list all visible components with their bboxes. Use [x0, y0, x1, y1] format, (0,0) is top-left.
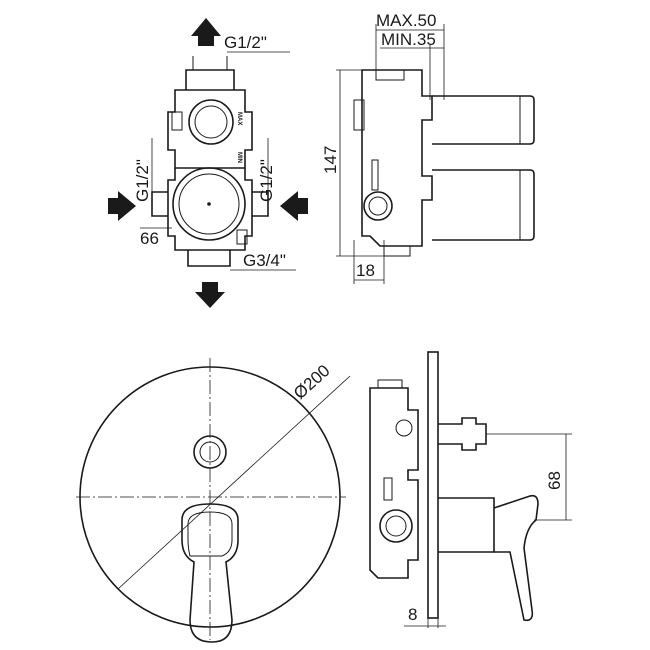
lever-handle [181, 503, 239, 643]
lever-hub [187, 511, 233, 557]
max-mark: MAX [236, 112, 242, 125]
side-top-nut [375, 70, 405, 81]
body-front-view: MAX MIN G1/2" G1/2" G1/2" G3/4" 66 [108, 18, 308, 308]
side-port-inner [368, 196, 388, 216]
upper-port-outer [188, 99, 234, 145]
right-inlet-stub [252, 191, 269, 217]
dim-66-label: 66 [140, 229, 159, 248]
top-outlet-neck [185, 69, 235, 90]
wall-plate [427, 351, 439, 619]
dim-8-label: 8 [408, 605, 417, 624]
upper-port-inner [194, 105, 228, 139]
side-clip [353, 99, 365, 131]
cartridge-sleeve [438, 497, 495, 553]
plate-front-view: Ø200 [76, 358, 351, 643]
assembly-top-nut [377, 379, 403, 388]
assembly-port-inner [385, 515, 407, 537]
assembly-body [369, 387, 419, 579]
arrow-left-icon [280, 191, 308, 221]
dim-18-label: 18 [356, 261, 375, 280]
assembly-small-ring [395, 419, 413, 437]
arrow-up-icon [191, 18, 221, 46]
g12-right-label: G1/2" [257, 159, 276, 202]
bottom-outlet [187, 250, 231, 267]
arrow-down-icon [195, 282, 225, 308]
lower-body [167, 168, 253, 251]
lower-port-outer [172, 167, 246, 241]
min-mark: MIN [236, 152, 242, 163]
side-handle-lower [432, 169, 535, 241]
g12-left-label: G1/2" [133, 159, 152, 202]
left-inlet-stub [151, 191, 168, 217]
lower-port-inner [178, 173, 240, 235]
assembly-side-view: 68 8 [369, 351, 572, 628]
side-slot [371, 159, 379, 191]
assembly-slot [383, 477, 393, 501]
dim-68-label: 68 [545, 471, 564, 490]
body-side-view: MAX.50 MIN.35 147 18 [321, 11, 535, 284]
side-handle-upper [432, 95, 535, 145]
g12-top-label: G1/2" [224, 33, 267, 52]
diverter-inner [199, 441, 221, 463]
g34-label: G3/4" [243, 251, 286, 270]
side-body [361, 69, 433, 247]
dim-147-label: 147 [321, 146, 340, 174]
max-depth-label: MAX.50 [376, 11, 436, 30]
lever-side [493, 494, 539, 622]
side-bottom-nut [383, 246, 411, 257]
arrow-right-icon [108, 191, 136, 221]
lower-port-center [207, 202, 211, 206]
side-port-outer [363, 191, 393, 221]
left-tab [171, 111, 183, 131]
min-depth-label: MIN.35 [381, 30, 436, 49]
assembly-port-outer [379, 509, 413, 543]
diameter-leader [117, 375, 351, 590]
right-tab [236, 229, 248, 245]
diverter-outer [193, 435, 227, 469]
diverter-stem [438, 417, 487, 451]
